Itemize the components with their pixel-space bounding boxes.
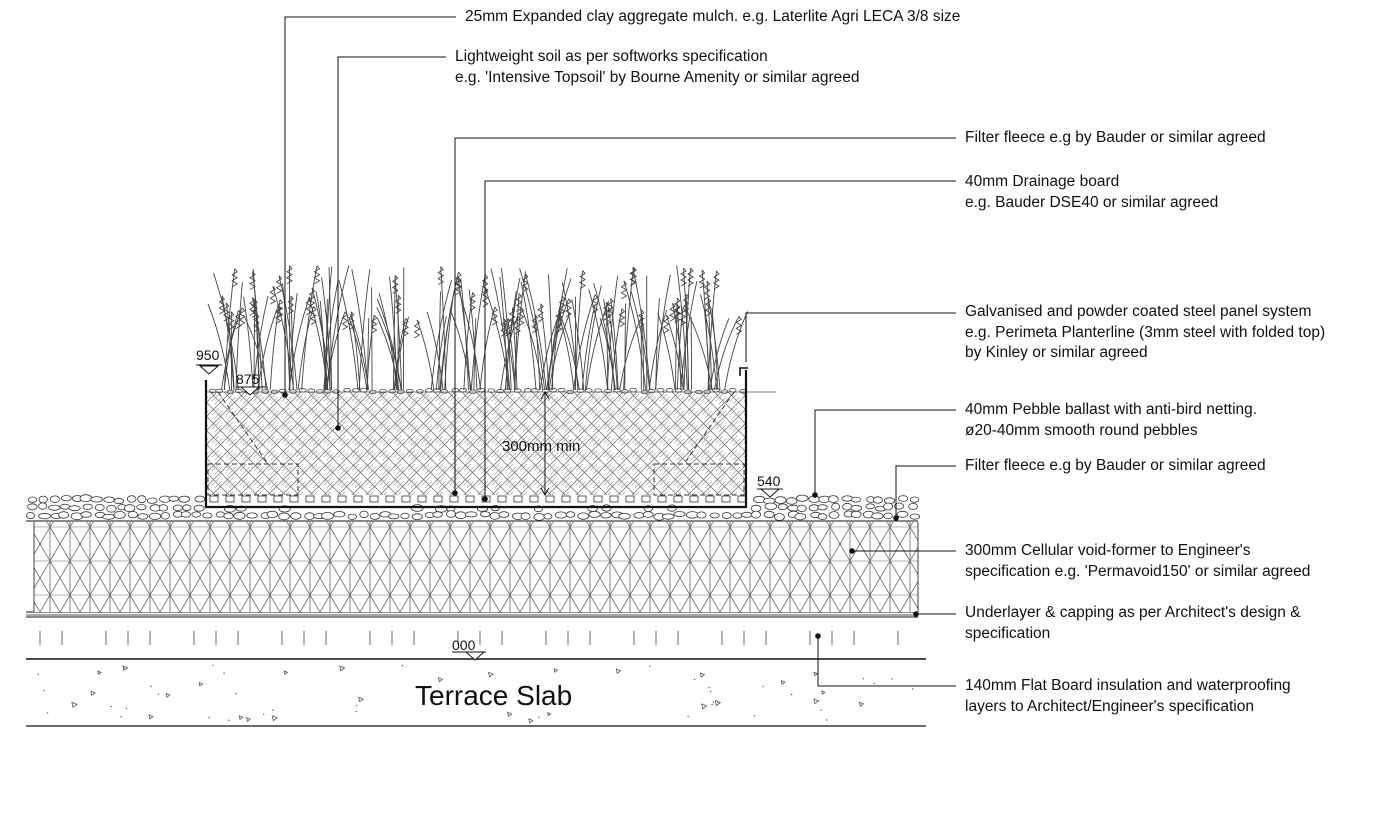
callout-underlayer-line-2: specification [965,624,1051,642]
callout-filter-fleece-upper: Filter fleece e.g by Bauder or similar a… [965,128,1266,149]
callout-mulch-line-1: 25mm Expanded clay aggregate mulch. e.g.… [465,8,961,25]
leader-soil [337,56,446,428]
leader-mulch [284,16,456,395]
leader-lines [284,16,956,687]
leader-fleece-lower [895,465,956,518]
leader-dots [282,392,919,639]
ornamental-grass-planting [207,265,749,391]
level-000-label: 000 [452,637,476,653]
callout-insulation-line-1: 140mm Flat Board insulation and waterpro… [965,677,1291,694]
callout-void-former-line-2: specification e.g. 'Permavoid150' or sim… [965,562,1311,580]
slab-title: Terrace Slab [415,680,572,711]
callout-drainage-board-line-2: e.g. Bauder DSE40 or similar agreed [965,193,1219,211]
planter-box [204,367,776,509]
callout-soil-line-2: e.g. 'Intensive Topsoil' by Bourne Ameni… [455,68,860,86]
callout-soil: Lightweight soil as per softworks specif… [455,47,860,88]
underlayer-capping [26,611,918,616]
leader-insulation [817,636,956,687]
callout-drainage-board-line-1: 40mm Drainage board [965,173,1120,190]
callout-drainage-board: 40mm Drainage board e.g. Bauder DSE40 or… [965,172,1218,213]
callout-insulation-line-2: layers to Architect/Engineer's specifica… [965,697,1254,715]
callout-insulation: 140mm Flat Board insulation and waterpro… [965,676,1291,717]
callout-soil-line-1: Lightweight soil as per softworks specif… [455,48,768,65]
leader-fleece-upper [454,137,956,493]
callout-void-former: 300mm Cellular void-former to Engineer's… [965,541,1310,582]
insulation-layer [26,616,918,645]
level-marker-000: 000 [452,637,486,661]
callout-filter-fleece-lower: Filter fleece e.g by Bauder or similar a… [965,456,1266,477]
callout-mulch: 25mm Expanded clay aggregate mulch. e.g.… [465,7,960,28]
callout-void-former-line-1: 300mm Cellular void-former to Engineer's [965,542,1251,559]
void-former-layer [33,522,919,612]
level-marker-540: 540 [757,473,783,498]
callout-pebble-ballast-line-1: 40mm Pebble ballast with anti-bird netti… [965,401,1258,418]
level-875-label: 875 [236,371,260,387]
callout-steel-panel: Galvanised and powder coated steel panel… [965,302,1325,364]
soil-depth-label: 300mm min [502,438,580,455]
soil-depth-dimension: 300mm min [502,390,580,497]
level-marker-950: 950 [196,347,222,375]
level-950-label: 950 [196,347,220,363]
level-540-label: 540 [757,473,781,489]
leader-panel [745,312,956,362]
callout-steel-panel-line-3: by Kinley or similar agreed [965,344,1148,361]
leader-pebble [814,409,956,495]
leader-drainage [484,180,956,499]
level-marker-875: 875 [236,371,266,396]
pebble-ballast-layer [25,494,921,522]
callout-steel-panel-line-2: e.g. Perimeta Planterline (3mm steel wit… [965,323,1326,341]
callout-underlayer: Underlayer & capping as per Architect's … [965,603,1301,644]
callout-steel-panel-line-1: Galvanised and powder coated steel panel… [965,303,1312,320]
callout-underlayer-line-1: Underlayer & capping as per Architect's … [965,604,1301,621]
callout-pebble-ballast-line-2: ø20-40mm smooth round pebbles [965,421,1198,439]
terrace-slab: Terrace Slab [26,658,926,727]
callout-filter-fleece-upper-line-1: Filter fleece e.g by Bauder or similar a… [965,129,1266,146]
callout-pebble-ballast: 40mm Pebble ballast with anti-bird netti… [965,400,1257,441]
callout-filter-fleece-lower-line-1: Filter fleece e.g by Bauder or similar a… [965,457,1266,474]
